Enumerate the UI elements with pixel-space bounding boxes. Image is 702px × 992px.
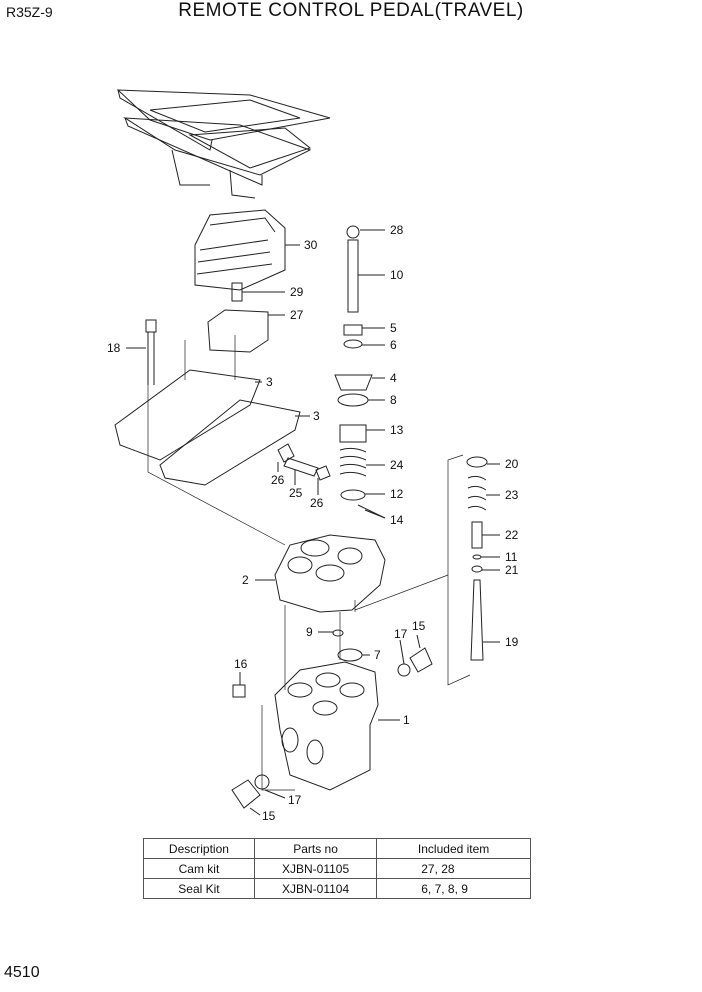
kits-table: Description Parts no Included item Cam k… [143,838,531,899]
header-description: Description [143,838,255,859]
callout-27: 27 [290,308,304,322]
callout-6: 6 [390,338,397,352]
callout-29: 29 [290,285,304,299]
callout-1: 1 [403,713,410,727]
callout-26-right: 26 [310,496,324,510]
callout-2: 2 [242,573,249,587]
row-parts-no: XJBN-01105 [253,858,378,879]
callout-15-right: 15 [412,619,426,633]
callout-20: 20 [505,457,519,471]
callout-labels: 28 10 5 6 4 8 13 24 12 14 20 23 22 11 21… [107,223,519,823]
callout-10: 10 [390,268,404,282]
callout-15-bottom: 15 [262,809,276,823]
callout-19: 19 [505,635,519,649]
cam-3-lower [159,399,301,486]
table-row: Seal Kit XJBN-01104 6, 7, 8, 9 [143,878,531,899]
callout-23: 23 [505,488,519,502]
table-header-row: Description Parts no Included item [143,838,531,859]
callout-25: 25 [289,486,303,500]
callout-21: 21 [505,563,519,577]
row-description: Seal Kit [143,878,255,899]
callout-28: 28 [390,223,404,237]
callout-12: 12 [390,487,404,501]
callout-16: 16 [234,657,248,671]
pedal-assembly [116,89,331,199]
cam-3-upper [114,369,261,461]
body-part-1 [274,661,379,791]
page-title: REMOTE CONTROL PEDAL(TRAVEL) [178,0,524,21]
callout-17-bottom: 17 [288,793,302,807]
callout-4: 4 [390,371,397,385]
callout-26-left: 26 [271,473,285,487]
callout-8: 8 [390,393,397,407]
model-label: R35Z-9 [6,4,53,20]
row-included-item: 6, 7, 8, 9 [376,878,531,899]
header-included-item: Included item [376,838,531,859]
header-parts-no: Parts no [253,838,378,859]
callout-11: 11 [505,550,518,564]
callout-7: 7 [374,648,381,662]
table-row: Cam kit XJBN-01105 27, 28 [143,858,531,879]
page-number: 4510 [4,964,40,981]
body-part-2 [274,534,386,613]
callout-17-right: 17 [394,627,408,641]
callout-13: 13 [390,423,404,437]
row-description: Cam kit [143,858,255,879]
boot-part-30 [194,209,286,291]
row-included-item: 27, 28 [376,858,531,879]
callout-5: 5 [390,321,397,335]
callout-30: 30 [304,238,318,252]
callout-24: 24 [390,458,404,472]
callout-22: 22 [505,528,519,542]
callout-3-upper: 3 [266,375,273,389]
callout-14: 14 [390,513,404,527]
callout-18: 18 [107,341,121,355]
callout-9: 9 [306,625,313,639]
row-parts-no: XJBN-01104 [253,878,378,899]
callout-3-lower: 3 [313,409,320,423]
